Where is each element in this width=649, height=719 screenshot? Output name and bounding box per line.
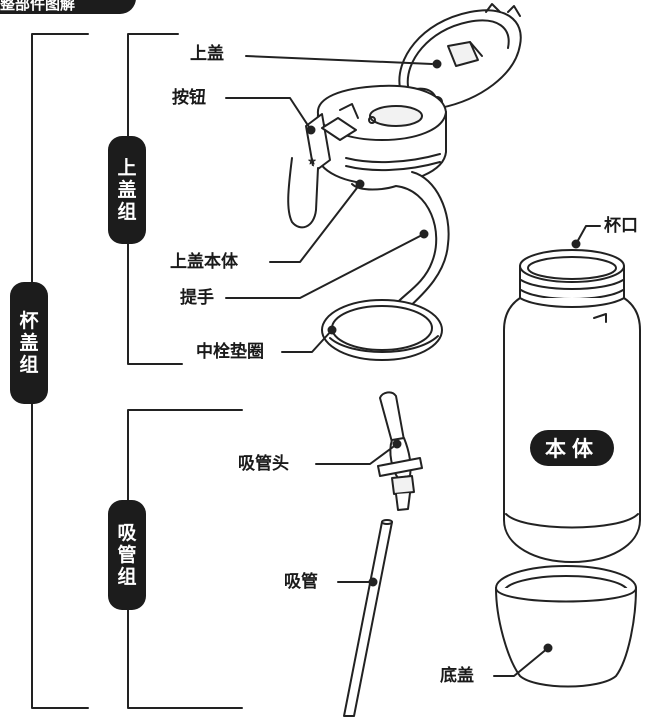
cup-lid-group-pill: 杯 盖 组 <box>10 282 48 404</box>
header-badge: 整部件图解 <box>0 0 136 14</box>
straw-drawing <box>343 519 393 717</box>
straw-head-drawing <box>377 391 423 511</box>
label-straw: 吸管 <box>284 572 318 592</box>
leader-lid <box>245 55 433 65</box>
cup-lid-group-char: 盖 <box>19 332 39 354</box>
straw-group-char: 管 <box>117 544 137 566</box>
lid-group-char: 组 <box>117 201 137 223</box>
bottle-body-drawing <box>503 239 641 563</box>
label-lid: 上盖 <box>190 44 224 64</box>
label-lid-body: 上盖本体 <box>170 252 238 272</box>
label-straw-head: 吸管头 <box>238 454 289 474</box>
leader-cup-mouth <box>575 225 601 245</box>
straw-group-char: 组 <box>117 566 137 588</box>
straw-group-pill: 吸 管 组 <box>108 500 146 610</box>
cup-lid-group-char: 杯 <box>19 310 39 332</box>
label-handle: 提手 <box>180 288 214 308</box>
header-badge-text: 整部件图解 <box>0 0 76 13</box>
body-badge: 本体 <box>530 430 614 466</box>
lid-group-char: 上 <box>117 157 137 179</box>
leader-handle <box>225 233 425 299</box>
base-cap-drawing <box>495 565 637 688</box>
leader-straw-head <box>315 443 398 465</box>
label-cup-mouth: 杯口 <box>604 216 638 236</box>
lid-drawing: ☆ <box>287 3 522 361</box>
leader-lid-body <box>269 183 361 263</box>
label-base-cap: 底盖 <box>440 666 474 686</box>
lid-group-pill: 上 盖 组 <box>108 136 146 244</box>
straw-group-char: 吸 <box>117 522 137 544</box>
cup-lid-group-char: 组 <box>19 354 39 376</box>
leader-base-cap <box>493 647 549 677</box>
label-seal-ring: 中栓垫圈 <box>196 342 264 362</box>
lid-group-char: 盖 <box>117 179 137 201</box>
svg-text:☆: ☆ <box>308 157 316 167</box>
leader-seal-ring <box>281 329 333 353</box>
leader-button <box>225 97 312 131</box>
label-button: 按钮 <box>172 88 206 108</box>
